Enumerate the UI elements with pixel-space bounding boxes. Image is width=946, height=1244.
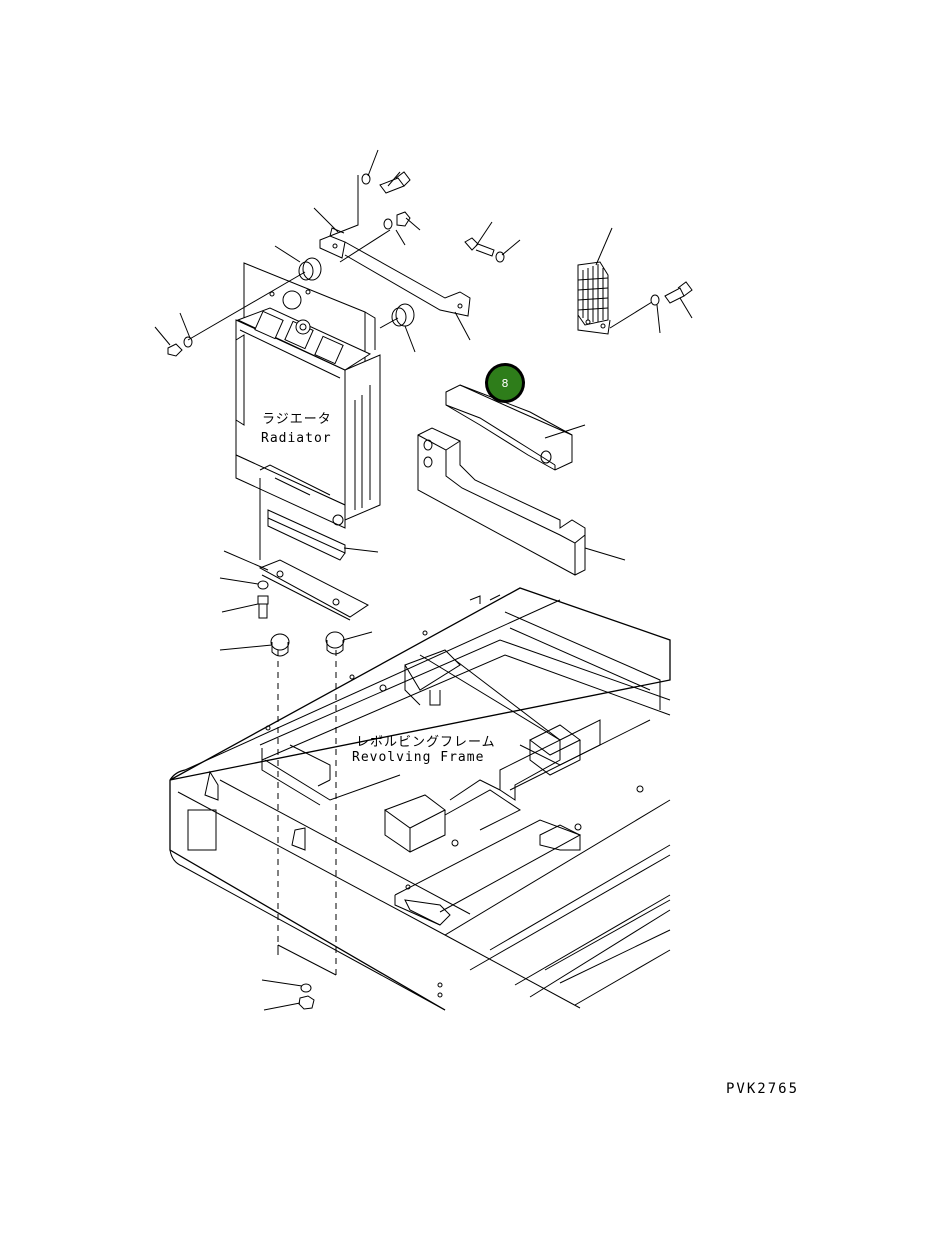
rubber-mount-upper-left [298,257,322,281]
callout-badge-8[interactable]: 8 [485,363,525,403]
spacer-block-lower [417,427,626,576]
guide-lines [277,650,337,976]
frame-en-label: Revolving Frame [352,750,484,765]
radiator-jp-label: ラジエータ [262,412,332,427]
revolving-frame [169,587,671,1011]
spacer-block-upper [445,384,586,471]
rubber-mount-upper-right [391,303,415,327]
callout-number: 8 [502,377,509,390]
leader-lines-top [154,149,521,353]
frame-jp-label: レボルビングフレーム [356,735,496,750]
radiator-en-label: Radiator [261,431,332,446]
drawing-code: PVK2765 [726,1081,799,1097]
fasteners-top [167,171,505,357]
radiator-assembly [235,262,381,561]
side-guard-bracket [577,227,693,335]
upper-stay-bracket [319,175,471,317]
lower-mount-plate [258,478,369,621]
lower-fasteners [257,580,345,1010]
leader-lines-lower [219,547,379,1011]
